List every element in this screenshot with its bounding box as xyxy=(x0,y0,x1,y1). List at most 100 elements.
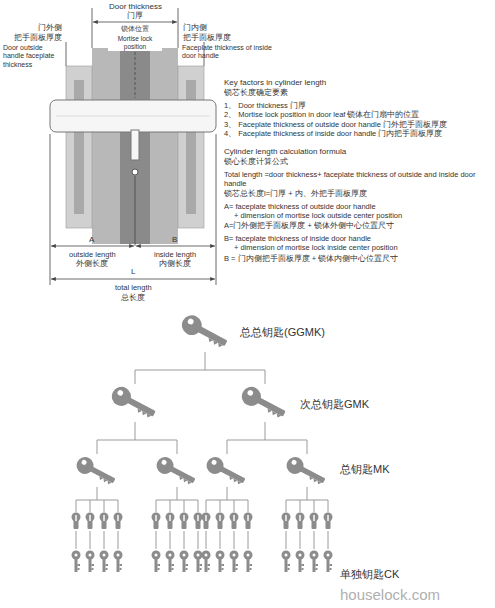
dimension-label: 锁体位置 xyxy=(119,25,151,33)
dimension-label: outside length xyxy=(69,250,116,259)
change-key-icon xyxy=(324,551,333,573)
lock-cylinder xyxy=(50,100,216,175)
change-key-icon xyxy=(230,551,239,573)
text-column: Key factors in cylinder length锁芯长度确定要素 1、… xyxy=(224,78,490,263)
key-level-label: 总总钥匙(GGMK) xyxy=(240,326,325,339)
change-keys xyxy=(72,487,333,572)
tree-line xyxy=(248,531,249,549)
tree-line xyxy=(220,531,221,549)
note-text: A=门外侧把手面板厚度 + 锁体外侧中心位置尺寸 xyxy=(224,221,490,230)
tree-line xyxy=(234,500,235,512)
watermark: houselock.com xyxy=(340,586,440,604)
note-text: 3、 Faceplate thickness of outside door h… xyxy=(224,120,490,129)
tree-line xyxy=(198,531,199,549)
tree-line xyxy=(286,500,328,501)
tree-line xyxy=(206,531,207,549)
cylinder-icon xyxy=(86,513,95,530)
tree-line xyxy=(227,487,228,500)
dimension-label: Faceplate thickness of inside door handl… xyxy=(182,44,282,61)
change-key-icon xyxy=(282,551,291,573)
master-keys xyxy=(74,312,328,489)
note-text: Total length =door thickness+ faceplate … xyxy=(224,170,490,189)
tree-line xyxy=(156,500,157,512)
dimension-label: 门内侧 xyxy=(183,23,207,33)
dimension-label: 把手面板厚度 xyxy=(14,33,62,43)
tree-line xyxy=(76,531,77,549)
tree-line xyxy=(97,487,98,500)
tree-line xyxy=(314,500,315,512)
tree-line xyxy=(156,531,157,549)
tree-line xyxy=(90,531,91,549)
tree-line xyxy=(104,500,105,512)
dimension-label: 内侧长度 xyxy=(159,259,191,268)
tree-line xyxy=(300,531,301,549)
tree-line xyxy=(314,531,315,549)
change-key-icon xyxy=(152,551,161,573)
tree-line xyxy=(286,531,287,549)
note-text: A= faceplate thickness of outside door h… xyxy=(224,202,490,211)
cylinder-icon xyxy=(114,513,123,530)
dimension-label: B xyxy=(172,235,177,245)
cylinder-icon xyxy=(216,513,225,530)
cylinder-icon xyxy=(100,513,109,530)
note-text: 4、 Faceplate thickness of inside door ha… xyxy=(224,129,490,138)
note-text: B = 门内侧把手面板厚度 + 锁体内侧中心位置尺寸 xyxy=(224,254,490,263)
cylinder-icon xyxy=(180,513,189,530)
dimension-label: Door thickness xyxy=(109,2,162,12)
cylinder-icon xyxy=(310,513,319,530)
cylinder-icon xyxy=(166,513,175,530)
tree-line xyxy=(328,500,329,512)
key-level-label: 次总钥匙GMK xyxy=(300,398,369,411)
change-key-icon xyxy=(100,551,109,573)
tree-line xyxy=(90,500,91,512)
note-text: B= faceplate thickness of inside door ha… xyxy=(224,234,490,243)
tree-line xyxy=(118,500,119,512)
dimension-label: 把手面板厚度 xyxy=(183,33,231,43)
note-text: Key factors in cylinder length xyxy=(224,78,490,88)
dimension-label: 总长度 xyxy=(121,293,145,302)
tree-line xyxy=(198,500,199,512)
note-text: 锁芯长度确定要素 xyxy=(224,88,490,98)
dimension-label: 门厚 xyxy=(127,11,143,21)
tree-line xyxy=(286,500,287,512)
note-text: + dimension of mortise lock outside cent… xyxy=(224,211,490,220)
tree-line xyxy=(104,531,105,549)
dimension-label: 外侧长度 xyxy=(76,259,108,268)
cylinder-icon xyxy=(296,513,305,530)
change-key-icon xyxy=(194,551,203,573)
change-key-icon xyxy=(202,551,211,573)
tree-line xyxy=(307,487,308,500)
note-text: 1、 Door thickness 门厚 xyxy=(224,101,490,110)
note-text: Cylinder length calculation formula xyxy=(224,147,490,157)
change-key-icon xyxy=(86,551,95,573)
change-key-icon xyxy=(310,551,319,573)
change-key-icon xyxy=(244,551,253,573)
dimension-label: L xyxy=(131,267,135,277)
cylinder-icon xyxy=(202,513,211,530)
dimension-label: Door outside handle faceplate thickness xyxy=(3,44,65,69)
cylinder-icon xyxy=(72,513,81,530)
tree-line xyxy=(76,500,77,512)
tree-line xyxy=(300,500,301,512)
dimension-label: total length xyxy=(115,283,152,292)
note-text: 2、 Mortise lock position in door leaf 锁体… xyxy=(224,110,490,119)
tree-line xyxy=(220,500,221,512)
tree-line xyxy=(170,531,171,549)
cylinder-icon xyxy=(152,513,161,530)
key-level-label: 总钥匙MK xyxy=(340,463,390,476)
change-key-icon xyxy=(114,551,123,573)
tree-line xyxy=(156,500,198,501)
change-key-icon xyxy=(216,551,225,573)
note-text: 锁芯总长度l=门厚 + 内、外把手面板厚度 xyxy=(224,189,490,198)
tree-line xyxy=(184,531,185,549)
tree-line xyxy=(206,500,248,501)
cylinder-icon xyxy=(194,513,203,530)
key-tree xyxy=(97,352,307,454)
dimension-label: 门外侧 xyxy=(38,23,62,33)
dimension-label: A xyxy=(89,235,94,245)
cylinder-icon xyxy=(244,513,253,530)
note-text: 锁心长度计算公式 xyxy=(224,157,490,167)
tree-line xyxy=(328,531,329,549)
cylinder-icon xyxy=(230,513,239,530)
note-text: + dimension of mortise lock inside cente… xyxy=(224,243,490,252)
